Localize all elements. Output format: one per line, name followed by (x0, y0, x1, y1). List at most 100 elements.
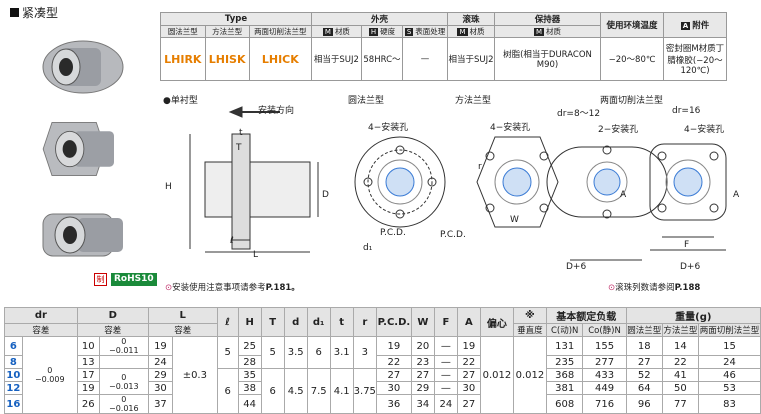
label-A2: A (733, 190, 740, 200)
cell-A: 27 (456, 394, 481, 414)
accessory-mark: A (680, 22, 691, 30)
label-hole-two: 2−安装孔 (598, 125, 639, 135)
cell-D-tol: 0 −0.013 (98, 368, 149, 395)
th-A: A (456, 307, 481, 337)
col-ball: 滚珠 (447, 12, 495, 26)
dimension-table: dr D L ℓ H T d d₁ t r P.C.D. W F A 偏心 ※ … (4, 307, 761, 414)
cell-mass-round: 27 (625, 355, 663, 369)
cell-L-tol: ±0.3 (172, 336, 218, 414)
part-number-round[interactable]: LHIRK (160, 37, 206, 81)
th-t: t (329, 307, 354, 337)
cell-F: — (433, 355, 458, 369)
link-p188[interactable]: P.188 (674, 283, 701, 293)
label-D: D (322, 190, 329, 200)
cell-pcd: 30 (375, 381, 412, 395)
col-outer: 外壳 (311, 12, 448, 26)
cell-A: 27 (456, 368, 481, 382)
cell-l: 5 (216, 336, 239, 369)
square-flange-bearing-photo (42, 121, 114, 177)
cell-W: 23 (410, 355, 435, 369)
label-l: ℓ (230, 236, 234, 246)
cell-dr[interactable]: 10 (4, 368, 23, 382)
cell-mass-round: 64 (625, 381, 663, 395)
th-l: ℓ (216, 307, 239, 337)
cell-L: 30 (147, 381, 174, 395)
cell-A: 30 (456, 381, 481, 395)
label-pcd-square: P.C.D. (440, 230, 466, 240)
th-C: C(动)N (545, 323, 584, 337)
ball-material: 相当于SUJ2 (447, 37, 495, 81)
cell-mass-two: 53 (698, 381, 761, 395)
cell-t: 4.1 (329, 368, 354, 414)
cell-Co: 155 (582, 336, 627, 356)
label-hole-square: 4−安装孔 (490, 123, 531, 133)
th-dr: dr (4, 307, 78, 324)
cell-H: 35 (237, 368, 262, 382)
th-L: L (147, 307, 218, 324)
part-number-twoside[interactable]: LHICK (248, 37, 313, 81)
th-Co: Co(静)N (582, 323, 627, 337)
cell-dr[interactable]: 6 (4, 336, 23, 356)
th-H: H (237, 307, 262, 337)
section-title: 紧凑型 (22, 6, 59, 20)
cell-l: 6 (216, 368, 239, 414)
label-W: W (510, 215, 519, 225)
label-F: F (684, 240, 690, 250)
info-icon: ⊙ (165, 283, 173, 293)
cell-C: 381 (545, 381, 584, 395)
cell-mass-square: 41 (661, 368, 700, 382)
info-icon: ⊙ (608, 283, 616, 293)
label-d6-large: D+6 (680, 262, 701, 272)
cell-pcd: 22 (375, 355, 412, 369)
label-A: A (620, 190, 627, 200)
retainer-material: 树脂(相当于DURACON M90) (494, 37, 601, 81)
cell-T: 6 (260, 368, 285, 414)
cell-Co: 277 (582, 355, 627, 369)
cell-d: 3.5 (283, 336, 308, 369)
link-p181[interactable]: P.181。 (265, 283, 300, 293)
cell-mass-round: 18 (625, 336, 663, 356)
cell-A: 22 (456, 355, 481, 369)
cell-dr[interactable]: 12 (4, 381, 23, 395)
cell-F: — (433, 381, 458, 395)
cell-C: 131 (545, 336, 584, 356)
cell-r: 3.75 (352, 368, 377, 414)
label-twoside-type: 两面切削法兰型 (600, 96, 664, 106)
cell-dr[interactable]: 8 (4, 355, 23, 369)
rohs-badge: RoHS10 (111, 273, 157, 286)
th-pcd: P.C.D. (375, 307, 412, 337)
th-W: W (410, 307, 435, 337)
cell-mass-two: 83 (698, 394, 761, 414)
cell-dr[interactable]: 16 (4, 394, 23, 414)
th-D: D (76, 307, 149, 324)
label-T: T (236, 143, 242, 153)
th-load: 基本额定负载 (545, 307, 627, 324)
col-type: Type (160, 12, 312, 26)
cell-mass-two: 15 (698, 336, 761, 356)
sub-square: 方法兰型 (204, 25, 250, 38)
cell-L: 29 (147, 368, 174, 382)
th-ecc: 偏心 (479, 307, 514, 337)
sub-twoside: 两面切削法兰型 (248, 25, 313, 38)
cell-mass-square: 22 (661, 355, 700, 369)
section-header: 紧凑型 (10, 4, 58, 21)
label-dr-large: dr=16 (672, 106, 701, 116)
part-number-square[interactable]: LHISK (204, 37, 250, 81)
cell-W: 20 (410, 336, 435, 356)
cell-pcd: 36 (375, 394, 412, 414)
cell-mass-square: 50 (661, 381, 700, 395)
cell-F: — (433, 336, 458, 356)
cell-D: 10 (76, 336, 100, 356)
cell-W: 34 (410, 394, 435, 414)
cell-D-tol: 0 −0.011 (98, 336, 149, 356)
label-hole-four: 4−安装孔 (684, 125, 725, 135)
cell-r: 3 (352, 336, 377, 369)
cell-mass-square: 77 (661, 394, 700, 414)
th-perp-mark: ※ (512, 307, 547, 324)
cell-pcd: 19 (375, 336, 412, 356)
